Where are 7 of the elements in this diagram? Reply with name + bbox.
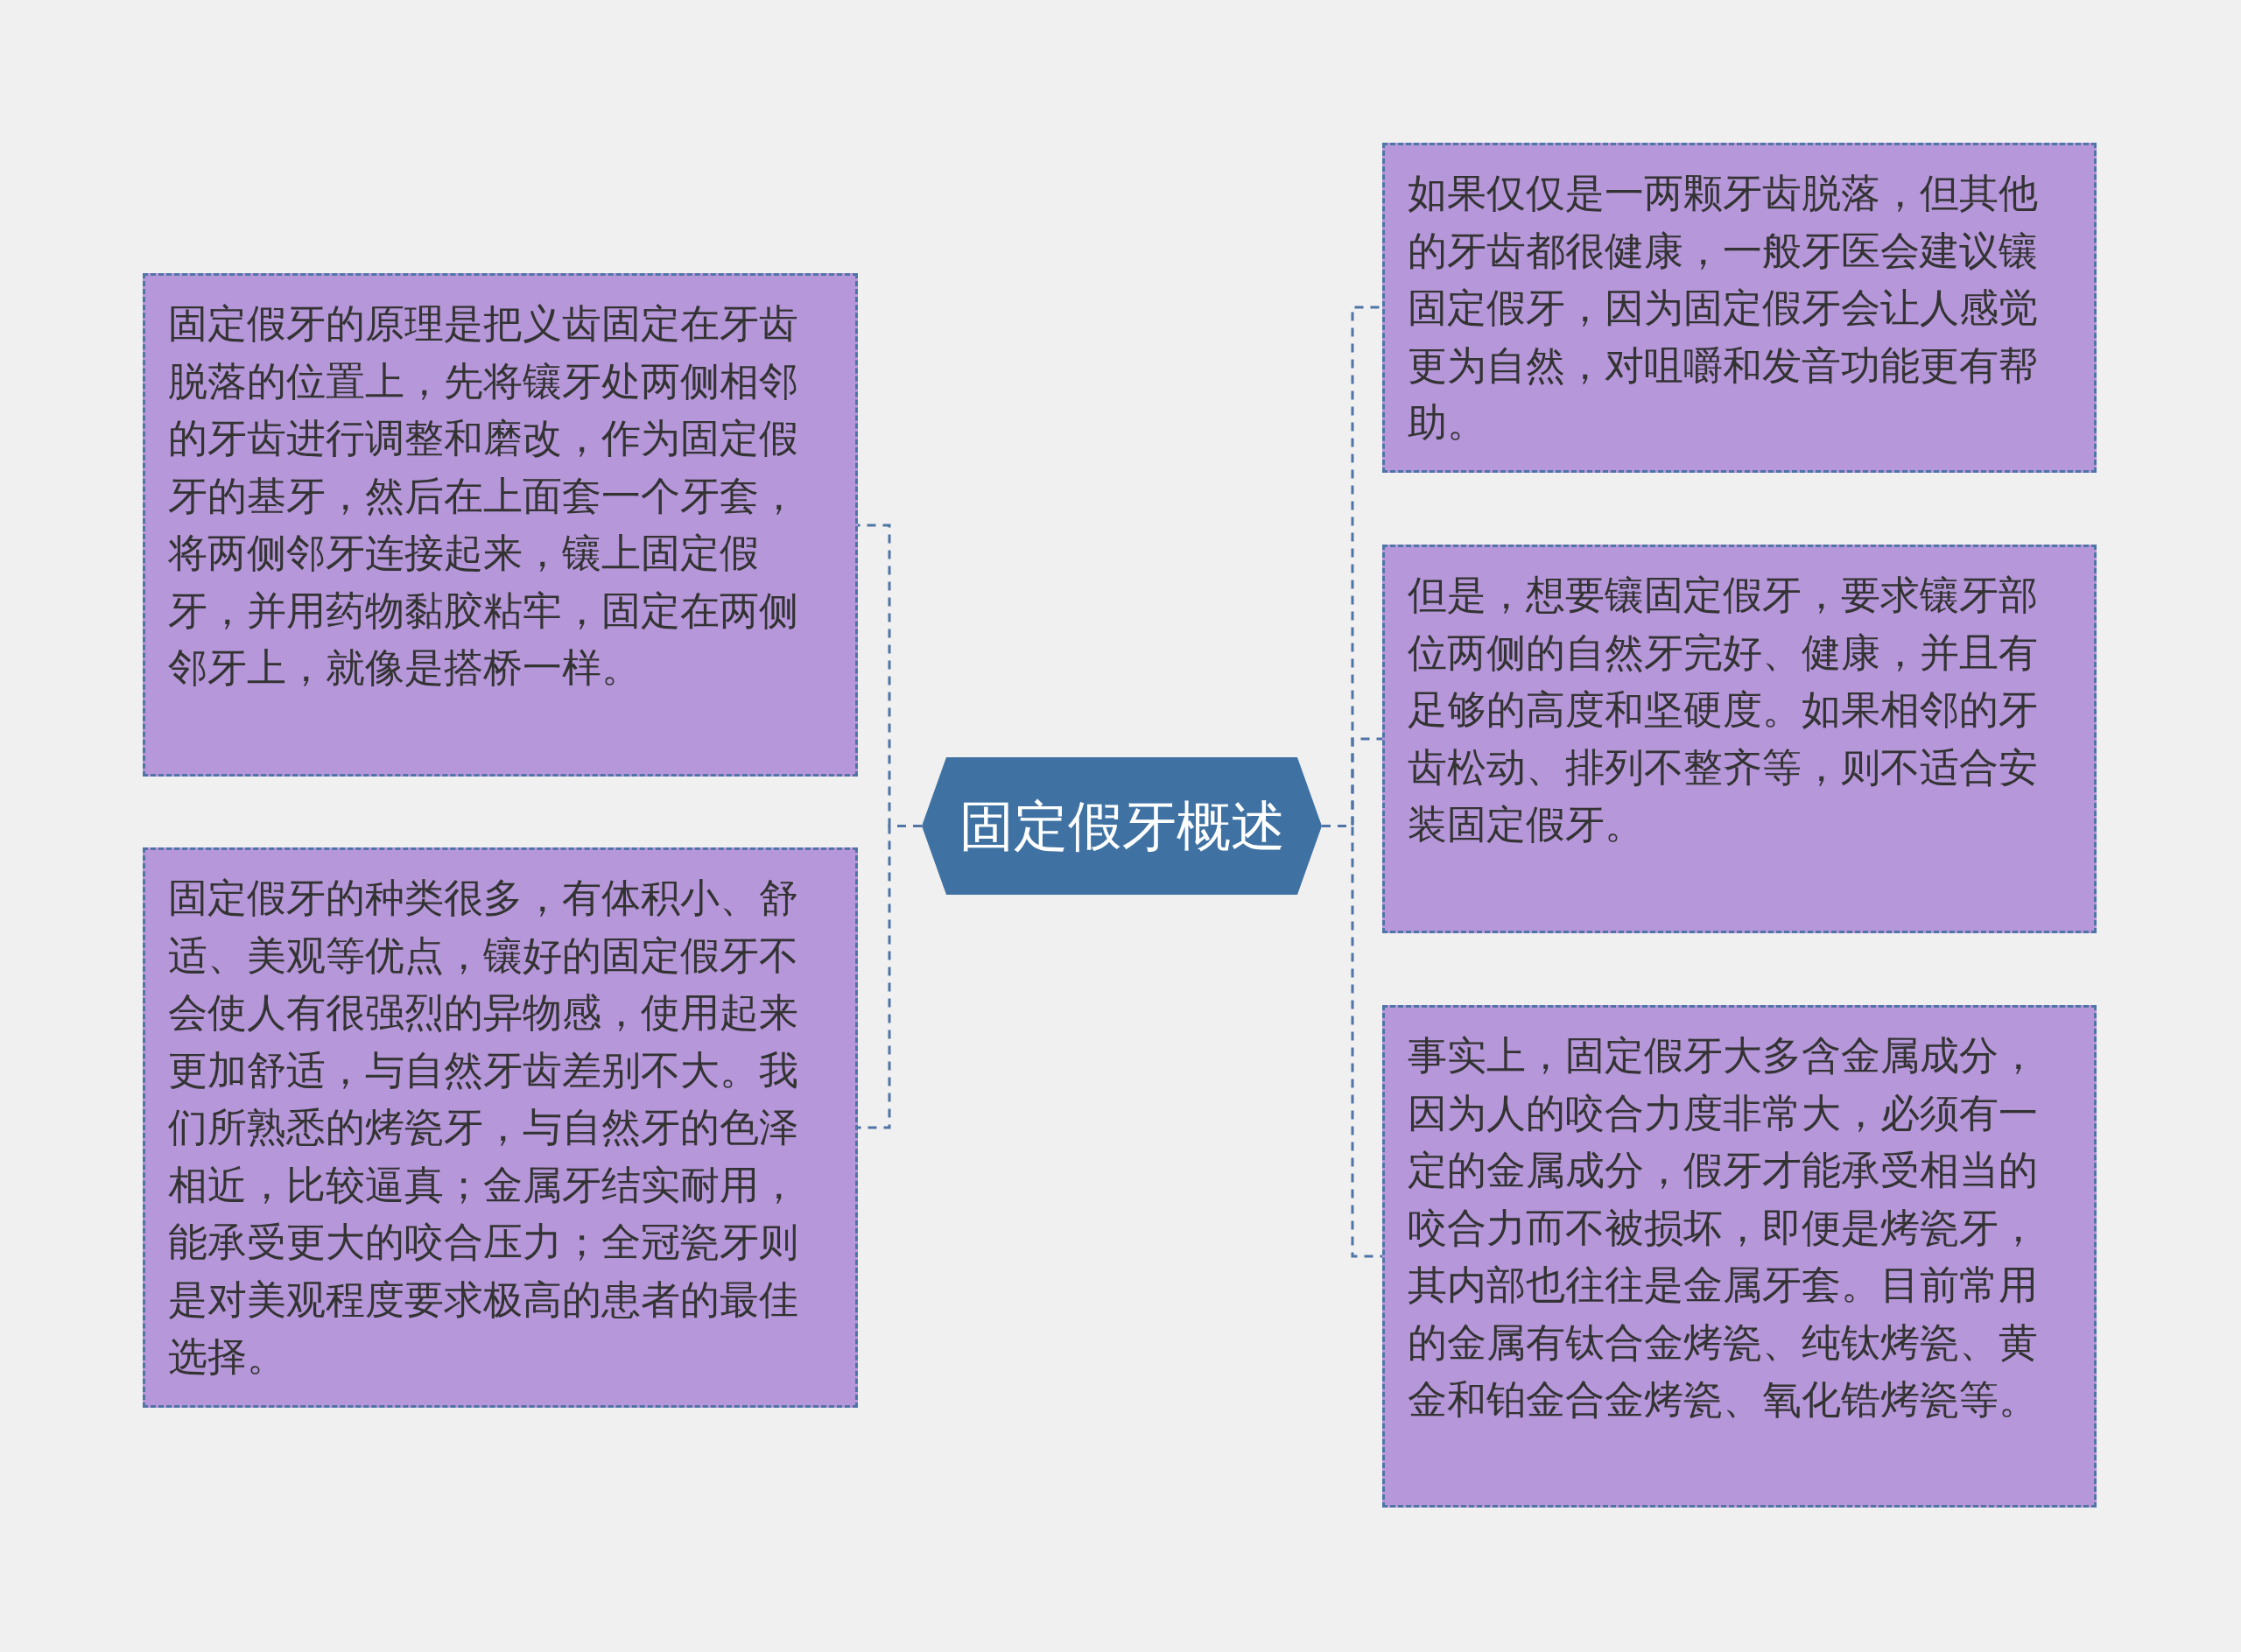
connector-line	[858, 825, 922, 1129]
text-box: 如果仅仅是一两颗牙齿脱落，但其他的牙齿都很健康，一般牙医会建议镶固定假牙，因为固定假牙会让人感觉更为自然，对咀嚼和发音功能更有帮助。	[1382, 143, 2097, 473]
text-box: 固定假牙的原理是把义齿固定在牙齿脱落的位置上，先将镶牙处两侧相邻的牙齿进行调整和磨改，作为固定假牙的基牙，然后在上面套一个牙套，将两侧邻牙连接起来，镶上固定假牙，并用药物黏胶粘牢，固定在两侧邻牙上，就像是搭桥一样。	[143, 273, 858, 777]
text-box: 但是，想要镶固定假牙，要求镶牙部位两侧的自然牙完好、健康，并且有足够的高度和坚硬度。如果相邻的牙齿松动、排列不整齐等，则不适合安装固定假牙。	[1382, 545, 2097, 933]
text-box: 事实上，固定假牙大多含金属成分，因为人的咬合力度非常大，必须有一定的金属成分，假牙才能承受相当的咬合力而不被损坏，即便是烤瓷牙，其内部也往往是金属牙套。目前常用的金属有钛合金烤瓷、纯钛烤瓷、黄金和铂金合金烤瓷、氧化锆烤瓷等。	[1382, 1005, 2097, 1508]
text-box: 固定假牙的种类很多，有体积小、舒适、美观等优点，镶好的固定假牙不会使人有很强烈的异物感，使用起来更加舒适，与自然牙齿差别不大。我们所熟悉的烤瓷牙，与自然牙的色泽相近，比较逼真；金属牙结实耐用，能承受更大的咬合压力；全冠瓷牙则是对美观程度要求极高的患者的最佳选择。	[143, 847, 858, 1408]
topic-title: 固定假牙概述	[959, 792, 1285, 860]
